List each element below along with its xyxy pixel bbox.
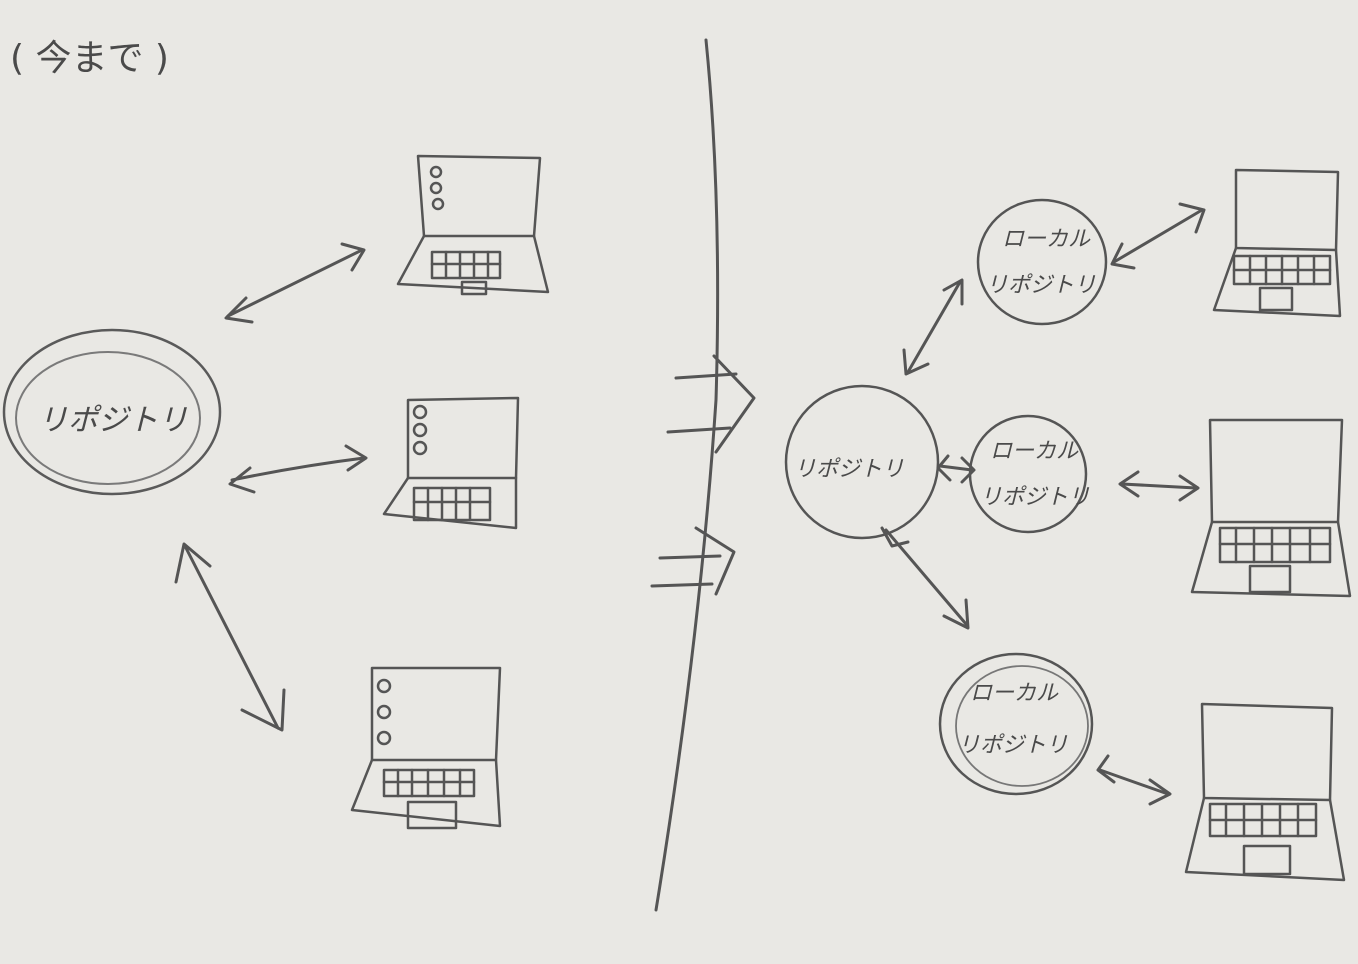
center-divider	[650, 38, 756, 912]
local-repository-3: ローカル リポジトリ	[938, 652, 1094, 796]
left-central-repository: リポジトリ	[2, 328, 222, 496]
right-arrows	[880, 202, 1206, 806]
right-laptop-1	[1212, 168, 1342, 318]
local-repository-1-line1: ローカル	[1002, 227, 1091, 252]
local-repository-1-line2: リポジトリ	[986, 273, 1096, 298]
left-arrows	[174, 242, 368, 732]
right-laptop-3	[1184, 702, 1346, 882]
local-repository-2: ローカル リポジトリ	[968, 414, 1090, 534]
local-repository-3-line2: リポジトリ	[958, 733, 1068, 758]
local-repository-2-line1: ローカル	[990, 439, 1079, 464]
local-repository-2-line2: リポジトリ	[980, 485, 1090, 510]
local-repository-1: ローカル リポジトリ	[976, 198, 1108, 326]
right-central-repository: リポジトリ	[784, 384, 940, 540]
right-repository-label: リポジトリ	[794, 457, 904, 482]
left-laptop-1	[396, 154, 550, 296]
right-laptop-2	[1190, 418, 1352, 598]
heading-text: ( 今まで )	[10, 38, 169, 79]
left-repository-label: リポジトリ	[38, 403, 188, 438]
left-laptop-3	[350, 666, 502, 830]
local-repository-3-line1: ローカル	[970, 681, 1059, 706]
left-laptop-2	[382, 396, 520, 530]
